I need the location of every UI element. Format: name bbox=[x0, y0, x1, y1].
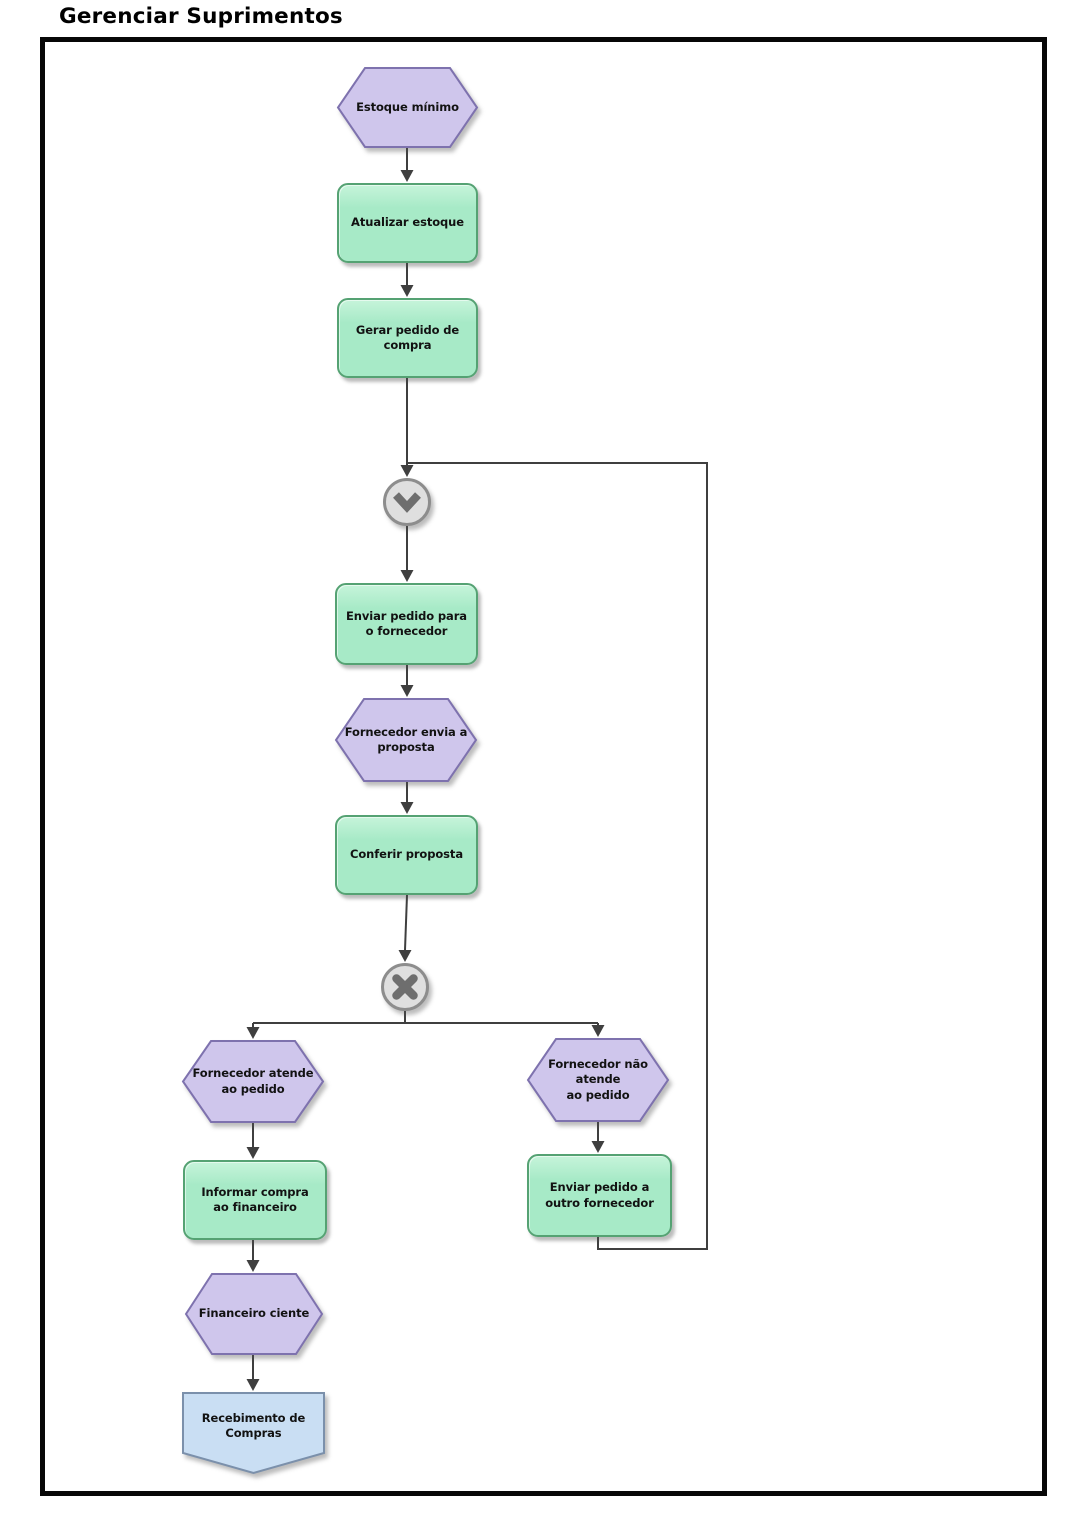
event-fornecedor-atende: Fornecedor atende ao pedido bbox=[181, 1040, 325, 1123]
hexagon-shape bbox=[181, 1040, 325, 1123]
node-label: Gerar pedido de compra bbox=[355, 322, 460, 352]
node-label: Fornecedor envia a proposta bbox=[344, 724, 468, 754]
node-label: Recebimento de Compras bbox=[201, 1410, 306, 1440]
event-financeiro-ciente: Financeiro ciente bbox=[184, 1273, 324, 1355]
event-fornecedor-nao-atende: Fornecedor não atende ao pedido bbox=[526, 1038, 670, 1122]
node-label: Informar compra ao financeiro bbox=[201, 1184, 309, 1214]
node-label: Fornecedor não atende ao pedido bbox=[548, 1057, 648, 1102]
interface-recebimento-compras: Recebimento de Compras bbox=[182, 1392, 325, 1475]
merge-gateway bbox=[381, 476, 433, 528]
gateway-circle bbox=[383, 478, 431, 526]
task-enviar-pedido-fornecedor: Enviar pedido para o fornecedor bbox=[335, 583, 478, 665]
node-label: Estoque mínimo bbox=[356, 99, 459, 114]
diagram-border-frame bbox=[40, 37, 1047, 1496]
node-label: Enviar pedido para o fornecedor bbox=[346, 608, 467, 638]
task-conferir-proposta: Conferir proposta bbox=[335, 815, 478, 895]
event-fornecedor-envia-proposta: Fornecedor envia a proposta bbox=[334, 698, 478, 782]
banner-shape bbox=[182, 1392, 325, 1475]
event-estoque-minimo: Estoque mínimo bbox=[336, 67, 479, 148]
hexagon-shape bbox=[184, 1273, 324, 1355]
task-gerar-pedido-de-compra: Gerar pedido de compra bbox=[337, 298, 478, 378]
chevron-down-icon bbox=[393, 492, 421, 513]
task-enviar-pedido-outro-fornecedor: Enviar pedido a outro fornecedor bbox=[527, 1154, 672, 1237]
node-label: Fornecedor atende ao pedido bbox=[192, 1066, 314, 1096]
node-label: Atualizar estoque bbox=[351, 215, 464, 230]
hexagon-shape bbox=[334, 698, 478, 782]
gateway-circle bbox=[381, 963, 429, 1011]
node-label: Enviar pedido a outro fornecedor bbox=[545, 1180, 654, 1210]
xor-gateway bbox=[379, 961, 431, 1013]
node-label: Financeiro ciente bbox=[198, 1306, 310, 1321]
x-icon bbox=[392, 974, 418, 1000]
diagram-title: Gerenciar Suprimentos bbox=[59, 4, 343, 29]
hexagon-shape bbox=[526, 1038, 670, 1122]
node-label: Conferir proposta bbox=[350, 847, 463, 862]
task-atualizar-estoque: Atualizar estoque bbox=[337, 183, 478, 263]
task-informar-compra-financeiro: Informar compra ao financeiro bbox=[183, 1160, 327, 1240]
hexagon-shape bbox=[336, 67, 479, 148]
